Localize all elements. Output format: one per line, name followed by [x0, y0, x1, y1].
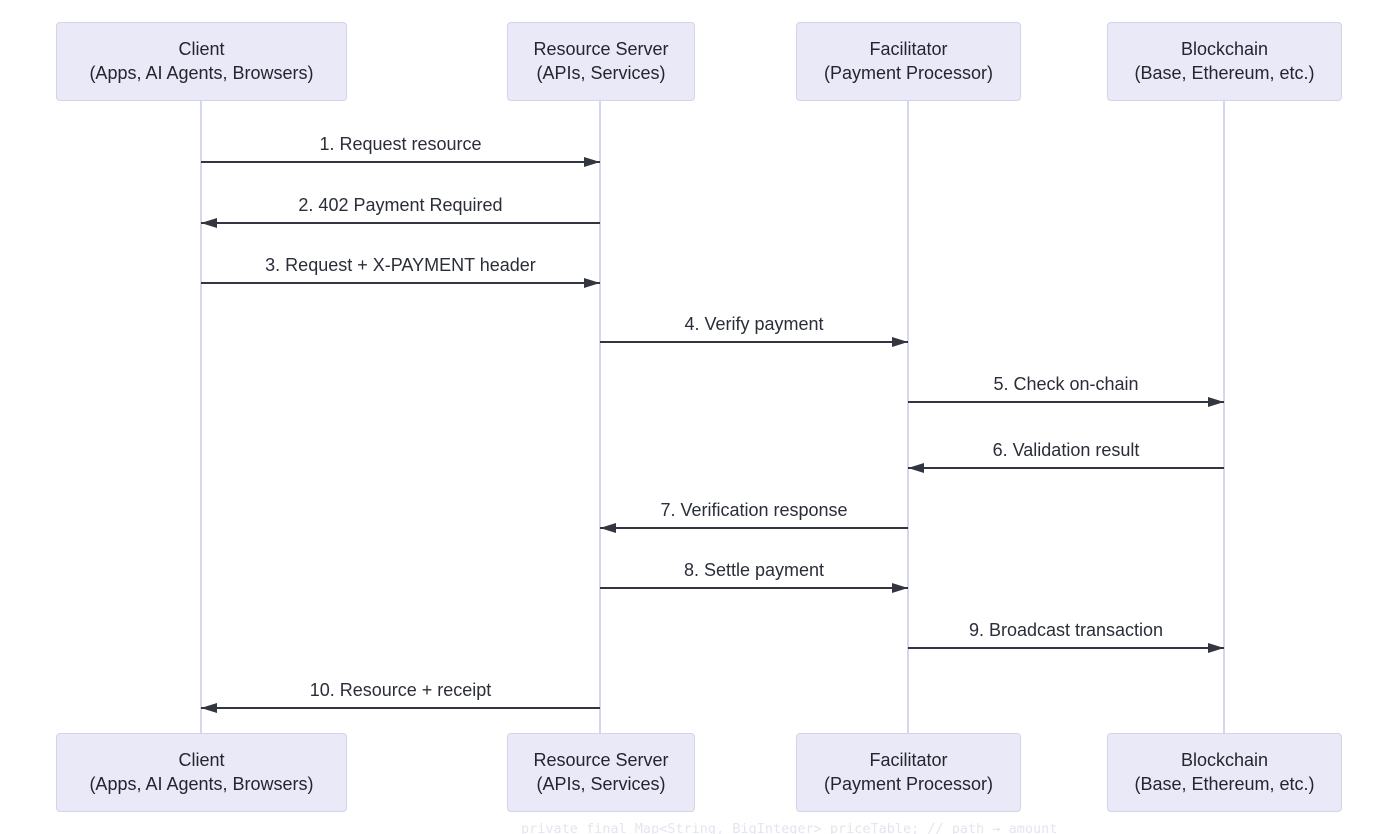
lifeline-facilitator [907, 101, 909, 733]
actor-name: Resource Server [533, 39, 669, 60]
actor-box-facilitator-top: Facilitator (Payment Processor) [796, 22, 1021, 101]
arrowhead-right-icon [584, 278, 600, 288]
actor-name: Blockchain [1180, 39, 1269, 60]
actor-box-client-top: Client (Apps, AI Agents, Browsers) [56, 22, 347, 101]
actor-box-blockchain-top: Blockchain (Base, Ethereum, etc.) [1107, 22, 1342, 101]
arrowhead-right-icon [584, 157, 600, 167]
arrowhead-left-icon [908, 463, 924, 473]
arrowhead-right-icon [892, 583, 908, 593]
actor-subtitle: (Base, Ethereum, etc.) [1134, 773, 1315, 794]
message-label: 9. Broadcast transaction [968, 620, 1164, 640]
message-label: 4. Verify payment [684, 314, 824, 334]
message-label: 5. Check on-chain [993, 374, 1139, 394]
actor-box-blockchain-bottom: Blockchain (Base, Ethereum, etc.) [1107, 733, 1342, 812]
message-label: 7. Verification response [660, 500, 848, 520]
lifeline-client [200, 101, 202, 733]
actor-name: Client [178, 39, 225, 60]
message-1-request-resource: 1. Request resource [201, 134, 600, 167]
actor-subtitle: (Base, Ethereum, etc.) [1134, 62, 1315, 83]
arrowhead-right-icon [1208, 397, 1224, 407]
message-label: 8. Settle payment [683, 560, 825, 580]
message-label: 1. Request resource [319, 134, 482, 154]
message-label: 2. 402 Payment Required [298, 195, 503, 215]
message-5-check-on-chain: 5. Check on-chain [908, 374, 1224, 407]
lifeline-resource-server [599, 101, 601, 733]
lifeline-blockchain [1223, 101, 1225, 733]
message-3-request-x-payment-header: 3. Request + X-PAYMENT header [201, 255, 600, 288]
arrowhead-right-icon [1208, 643, 1224, 653]
background-code-fragment: private final Map<String, BigInteger> pr… [521, 821, 1058, 834]
message-9-broadcast-transaction: 9. Broadcast transaction [908, 620, 1224, 653]
actor-box-resource-server-bottom: Resource Server (APIs, Services) [507, 733, 695, 812]
actor-box-resource-server-top: Resource Server (APIs, Services) [507, 22, 695, 101]
message-10-resource-receipt: 10. Resource + receipt [201, 680, 600, 713]
message-label: 3. Request + X-PAYMENT header [265, 255, 536, 275]
actor-name: Facilitator [869, 39, 948, 60]
actor-subtitle: (Apps, AI Agents, Browsers) [89, 773, 314, 794]
message-6-validation-result: 6. Validation result [908, 440, 1224, 473]
actor-name: Resource Server [533, 750, 669, 771]
actor-subtitle: (Apps, AI Agents, Browsers) [89, 62, 314, 83]
actor-subtitle: (APIs, Services) [536, 62, 666, 83]
arrowhead-left-icon [201, 218, 217, 228]
message-7-verification-response: 7. Verification response [600, 500, 908, 533]
message-4-verify-payment: 4. Verify payment [600, 314, 908, 347]
actor-name: Facilitator [869, 750, 948, 771]
actor-subtitle: (Payment Processor) [823, 62, 994, 83]
arrowhead-left-icon [201, 703, 217, 713]
arrowhead-right-icon [892, 337, 908, 347]
message-label: 6. Validation result [992, 440, 1140, 460]
actor-box-facilitator-bottom: Facilitator (Payment Processor) [796, 733, 1021, 812]
actor-subtitle: (Payment Processor) [823, 773, 994, 794]
actor-box-client-bottom: Client (Apps, AI Agents, Browsers) [56, 733, 347, 812]
arrowhead-left-icon [600, 523, 616, 533]
message-8-settle-payment: 8. Settle payment [600, 560, 908, 593]
message-label: 10. Resource + receipt [309, 680, 492, 700]
actor-name: Blockchain [1180, 750, 1269, 771]
actor-name: Client [178, 750, 225, 771]
message-2-402-payment-required: 2. 402 Payment Required [201, 195, 600, 228]
actor-subtitle: (APIs, Services) [536, 773, 666, 794]
